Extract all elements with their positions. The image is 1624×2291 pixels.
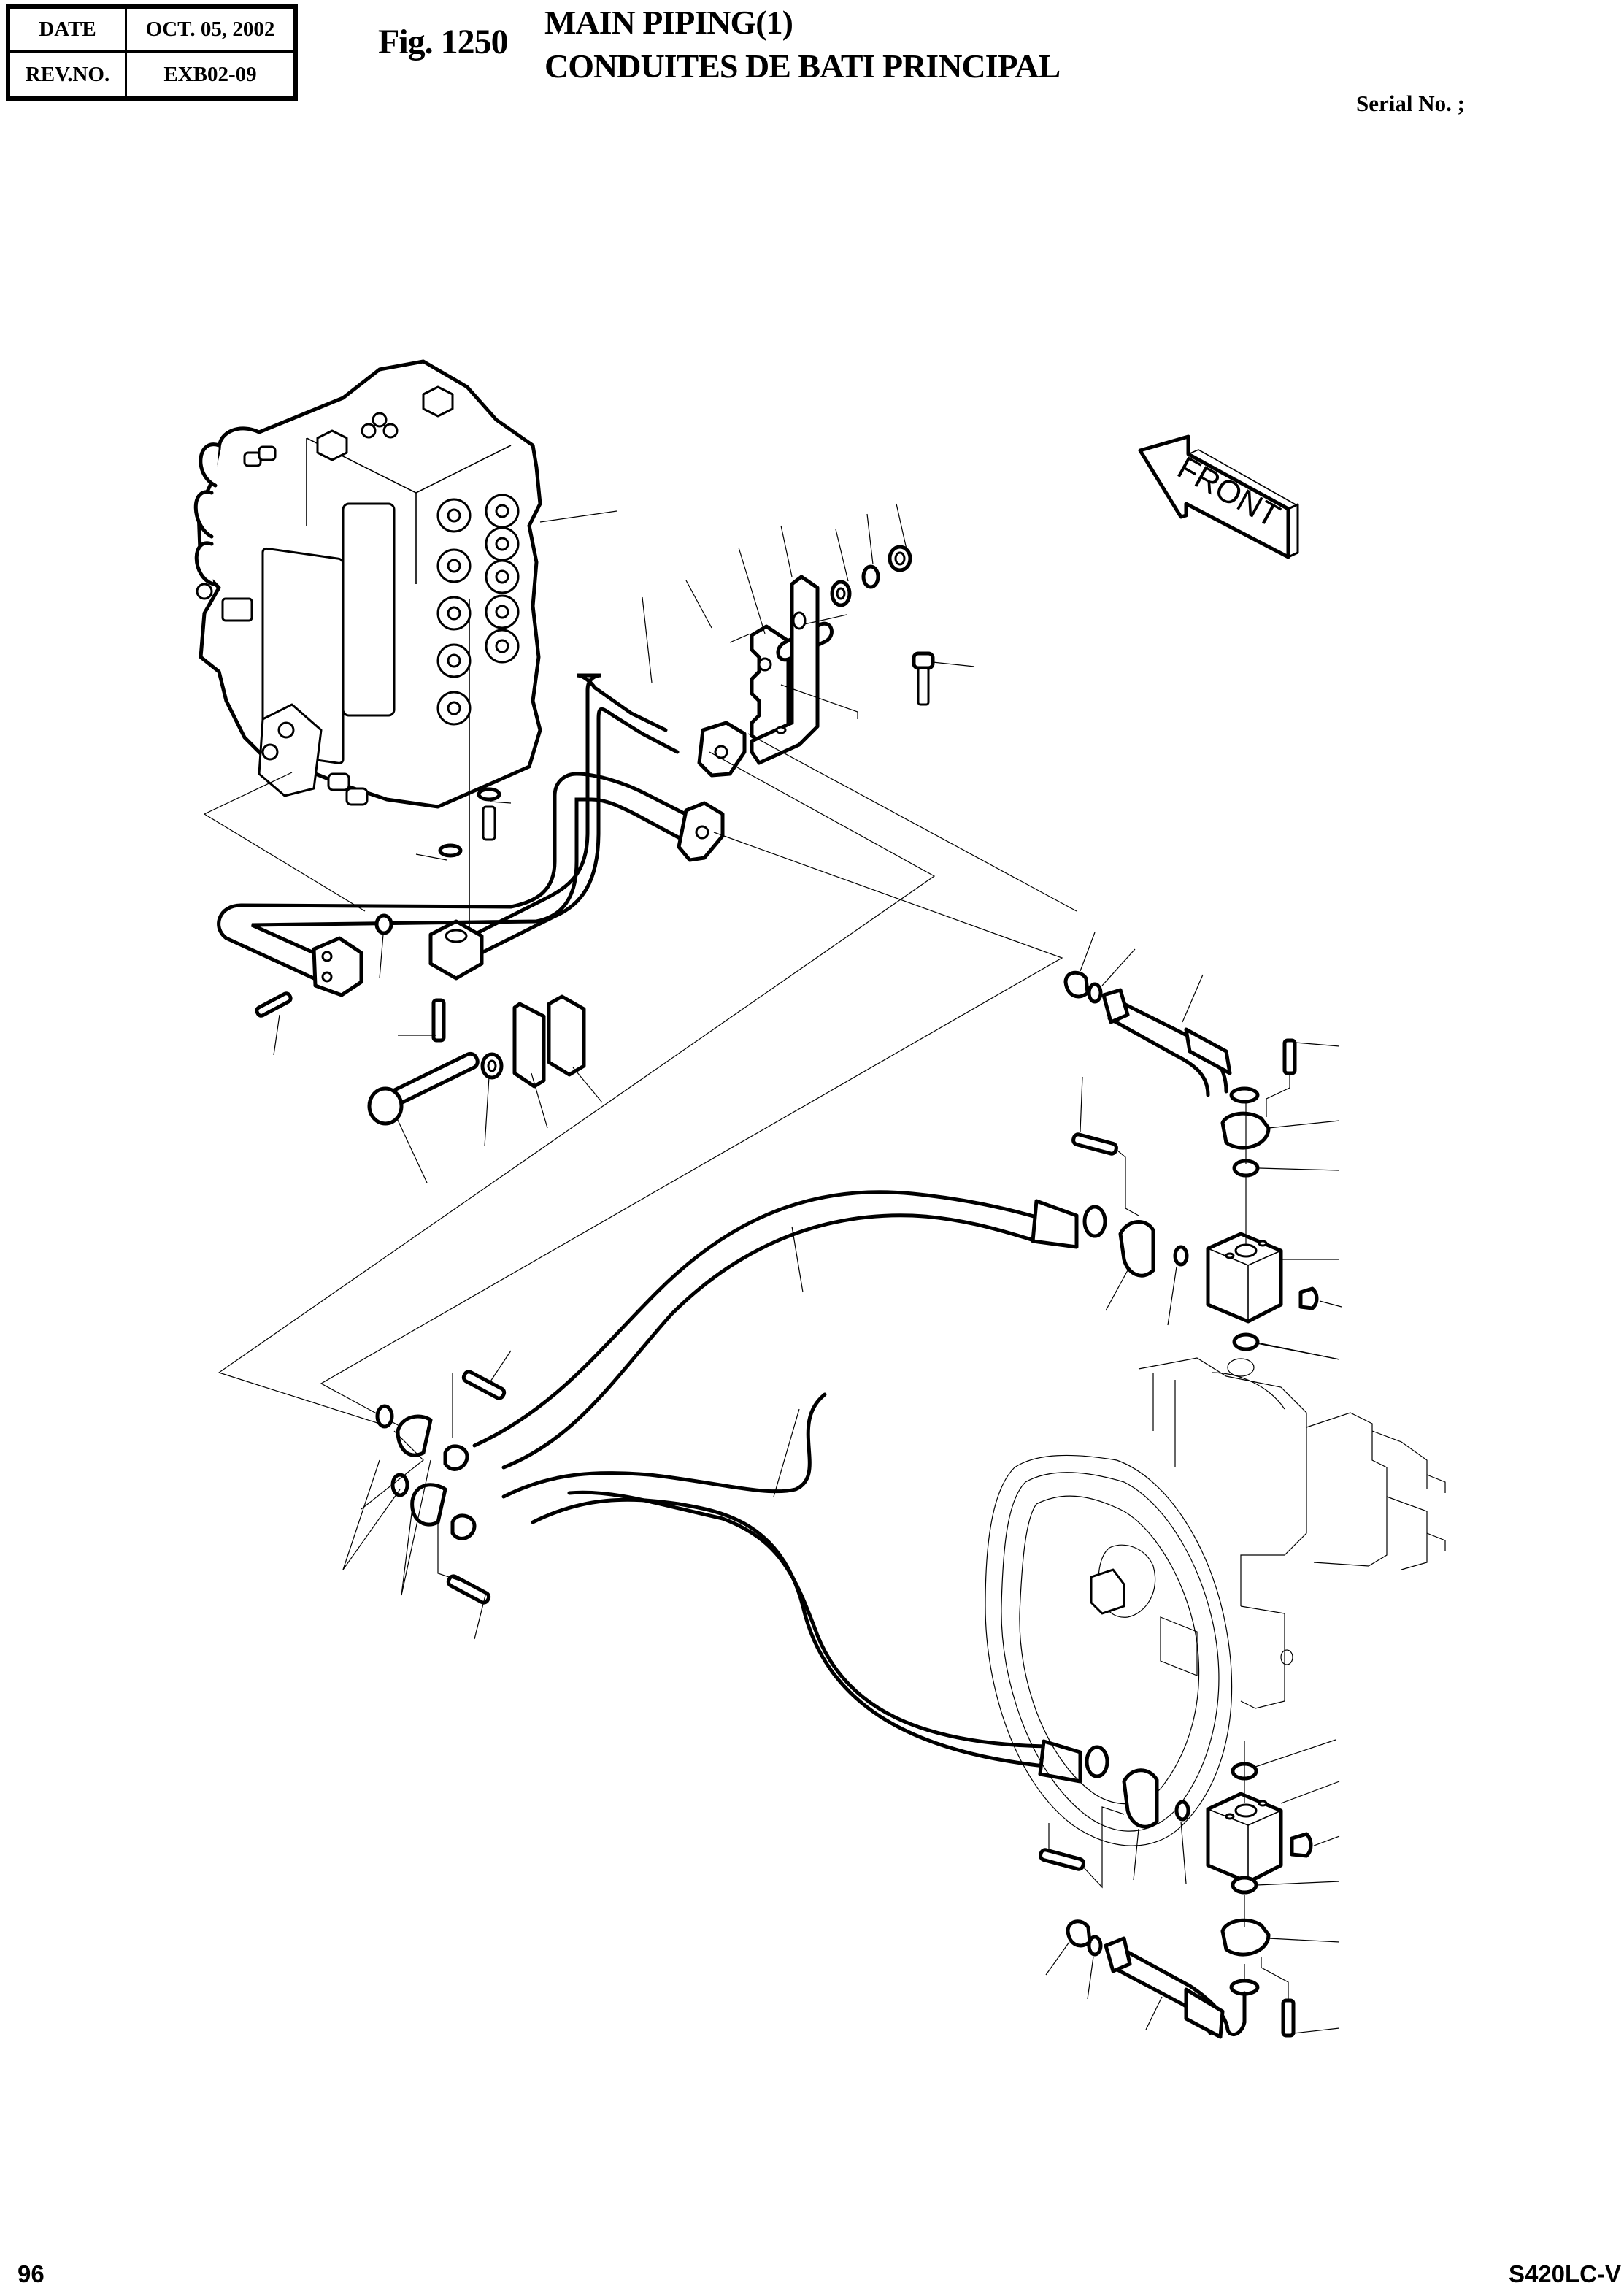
figure-number: Fig. 1250 — [378, 23, 509, 61]
adapter-block-upper — [1071, 1076, 1342, 1360]
socket-bolt — [1281, 1998, 1296, 2038]
date-label: DATE — [10, 9, 127, 53]
lock-washer — [861, 564, 880, 589]
pipe-assembly-lower — [217, 599, 725, 997]
valve-port-caps — [436, 494, 520, 726]
o-ring — [390, 1473, 409, 1497]
spring-washer — [830, 580, 852, 607]
flange-ring — [1229, 1086, 1260, 1104]
o-ring-left — [374, 913, 393, 935]
socket-bolt-valve — [431, 998, 446, 1043]
date-value: OCT. 05, 2002 — [127, 9, 293, 53]
socket-bolt — [1071, 1132, 1118, 1156]
leader-lines-lower-left — [204, 772, 603, 1183]
adapter-block-lower — [1039, 1739, 1340, 1895]
page-title-french: CONDUITES DE BATI PRINCIPAL — [544, 47, 1061, 85]
o-ring — [1232, 1332, 1260, 1351]
hose-end-fittings-left — [342, 1350, 512, 1640]
leader-lines-bracket — [642, 503, 975, 719]
main-control-valve — [193, 359, 617, 809]
l-bracket — [750, 575, 820, 765]
bracket-bolt — [912, 651, 935, 706]
o-ring — [1087, 1935, 1103, 1957]
plug — [1066, 1919, 1092, 1948]
pipe-clamp-lower — [547, 994, 586, 1077]
plug — [1290, 1832, 1313, 1858]
model-number: S420LC-V — [1508, 2260, 1621, 2287]
elbow-hose-lower — [1045, 1895, 1340, 2039]
plug — [1298, 1286, 1319, 1310]
socket-bolt — [1282, 1038, 1297, 1075]
rev-value: EXB02-09 — [163, 62, 257, 86]
page-number: 96 — [18, 2260, 45, 2287]
socket-bolt — [461, 1370, 507, 1400]
pump-shaft-spline — [1090, 1568, 1125, 1615]
split-flange — [1122, 1768, 1159, 1829]
rev-label: REV.NO. — [10, 53, 127, 96]
elbow-hose-upper — [1063, 932, 1340, 1178]
valve-bolt — [482, 805, 496, 841]
lower-left-fasteners — [255, 787, 586, 1126]
split-flange — [410, 1483, 447, 1527]
phantom-connection-lines — [218, 733, 1077, 1432]
flange-bolt-left — [255, 991, 293, 1018]
nut — [888, 545, 912, 572]
split-flange — [1118, 1220, 1155, 1278]
serial-number-label: Serial No. ; — [1356, 91, 1465, 116]
revision-info-box: DATE OCT. 05, 2002 REV.NO. EXB02-09 — [6, 4, 298, 101]
split-flange — [1220, 1918, 1271, 1957]
o-ring — [1174, 1800, 1190, 1822]
front-direction-arrow-icon: FRONT — [1138, 434, 1299, 559]
pipe-assembly-upper — [458, 673, 747, 962]
o-ring — [1173, 1245, 1189, 1267]
pump-flywheel-housing — [985, 1454, 1233, 1846]
hose-upper — [472, 1190, 1107, 1470]
o-ring — [1231, 1876, 1258, 1895]
socket-bolt — [446, 1574, 491, 1605]
washer-valve — [477, 787, 501, 802]
hose-lower — [501, 1392, 1109, 1784]
o-ring-valve — [438, 843, 463, 858]
o-ring — [375, 1404, 394, 1429]
page-title-english: MAIN PIPING(1) — [544, 4, 793, 41]
split-flange — [396, 1414, 433, 1457]
plug — [1063, 970, 1090, 999]
clamp-plate — [512, 1002, 546, 1089]
o-ring — [1087, 982, 1103, 1004]
socket-bolt — [1039, 1848, 1085, 1871]
